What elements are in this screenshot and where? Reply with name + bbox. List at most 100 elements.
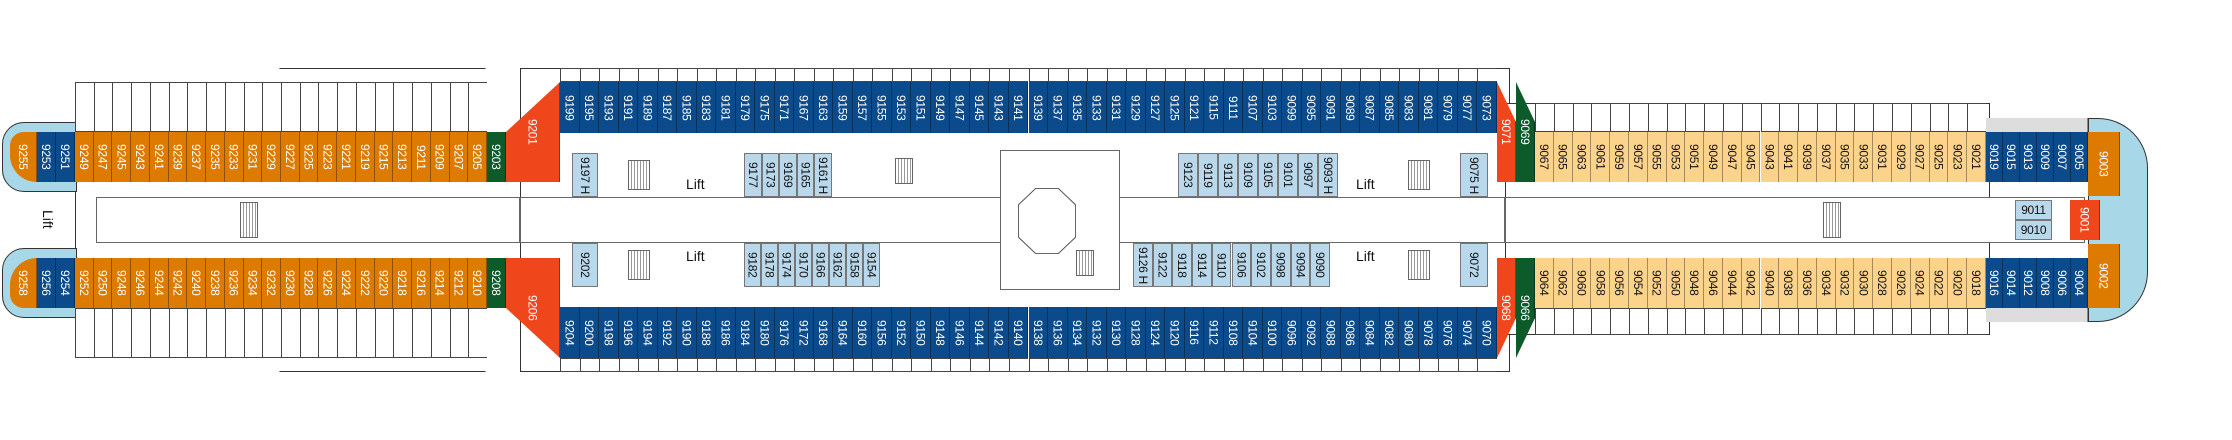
cabin-mid-top[interactable]: 9187 xyxy=(657,82,678,133)
cabin-mid-top[interactable]: 9129 xyxy=(1126,82,1146,133)
cabin-aft-top[interactable]: 9211 xyxy=(412,132,431,182)
cabin-mid-top[interactable]: 9081 xyxy=(1418,82,1439,133)
cabin-inner-top-c[interactable]: 9105 xyxy=(1258,153,1278,197)
cabin-mid-top[interactable]: 9131 xyxy=(1106,82,1127,133)
cabin-mid-top[interactable]: 9121 xyxy=(1184,82,1205,133)
cabin-aft-bottom[interactable]: 9244 xyxy=(149,258,169,308)
cabin-mid-top[interactable]: 9083 xyxy=(1399,82,1419,133)
cabin-inner-bottom-b[interactable]: 9178 xyxy=(761,243,778,287)
cabin-inner-bottom-c[interactable]: 9118 xyxy=(1172,243,1193,287)
cabin-mid-bottom[interactable]: 9120 xyxy=(1165,307,1185,358)
cabin-aft-top[interactable]: 9235 xyxy=(206,132,225,182)
cabin-aft-bottom-blue[interactable]: 9254 xyxy=(56,258,75,308)
cabin-fwd-top[interactable]: 9067 xyxy=(1535,132,1554,182)
cabin-fwd-top-blue[interactable]: 9005 xyxy=(2071,132,2088,182)
cabin-aft-bottom[interactable]: 9218 xyxy=(393,258,413,308)
cabin-inner-top-c[interactable]: 9123 xyxy=(1178,153,1198,197)
cabin-mid-top[interactable]: 9079 xyxy=(1438,82,1458,133)
cabin-fwd-center-red[interactable]: 9001 xyxy=(2070,200,2100,240)
cabin-fwd-top[interactable]: 9039 xyxy=(1798,132,1817,182)
cabin-mid-top[interactable]: 9135 xyxy=(1067,82,1088,133)
cabin-mid-top[interactable]: 9077 xyxy=(1457,82,1478,133)
cabin-inner-bottom-c[interactable]: 9102 xyxy=(1251,243,1271,287)
cabin-mid-bottom[interactable]: 9070 xyxy=(1477,307,1497,358)
cabin-mid-bottom[interactable]: 9084 xyxy=(1360,307,1380,358)
cabin-inner-bottom-c[interactable]: 9094 xyxy=(1290,243,1311,287)
cabin-inner-bottom-c[interactable]: 9126 H xyxy=(1133,243,1153,287)
cabin-inner-bottom-b[interactable]: 9154 xyxy=(863,243,880,287)
cabin-aft-bottom[interactable]: 9246 xyxy=(131,258,150,308)
cabin-fwd-top[interactable]: 9027 xyxy=(1910,132,1930,182)
cabin-fwd-bottom[interactable]: 9032 xyxy=(1835,258,1855,308)
cabin-mid-bottom[interactable]: 9100 xyxy=(1262,307,1283,358)
cabin-aft-top[interactable]: 9247 xyxy=(93,132,113,182)
cabin-fwd-bottom-blue[interactable]: 9006 xyxy=(2054,258,2071,308)
cabin-mid-top[interactable]: 9073 xyxy=(1477,82,1497,133)
cabin-mid-bottom[interactable]: 9198 xyxy=(599,307,619,358)
cabin-fwd-bottom[interactable]: 9064 xyxy=(1535,258,1554,308)
cabin-aft-bottom[interactable]: 9214 xyxy=(430,258,450,308)
cabin-inner-top-b[interactable]: 9165 xyxy=(796,153,815,197)
cabin-mid-top[interactable]: 9171 xyxy=(774,82,795,133)
cabin-fwd-top[interactable]: 9057 xyxy=(1628,132,1648,182)
cabin-mid-bottom[interactable]: 9172 xyxy=(794,307,814,358)
cabin-inner-bottom-b[interactable]: 9170 xyxy=(795,243,812,287)
cabin-mid-top[interactable]: 9179 xyxy=(735,82,756,133)
cabin-fwd-bottom[interactable]: 9054 xyxy=(1628,258,1648,308)
cabin-fwd-top[interactable]: 9045 xyxy=(1741,132,1761,182)
cabin-fwd-top[interactable]: 9051 xyxy=(1685,132,1705,182)
cabin-mid-bottom[interactable]: 9136 xyxy=(1048,307,1068,358)
cabin-fwd-bottom[interactable]: 9038 xyxy=(1779,258,1799,308)
cabin-fwd-top[interactable]: 9063 xyxy=(1572,132,1592,182)
cabin-aft-bottom[interactable]: 9230 xyxy=(281,258,300,308)
cabin-mid-top[interactable]: 9111 xyxy=(1223,82,1244,133)
cabin-fwd-bottom[interactable]: 9044 xyxy=(1722,258,1742,308)
cabin-fwd-bottom[interactable]: 9046 xyxy=(1704,258,1723,308)
cabin-fwd-bottom[interactable]: 9020 xyxy=(1948,258,1968,308)
cabin-fwd-top-blue[interactable]: 9007 xyxy=(2054,132,2071,182)
cabin-fwd-bottom[interactable]: 9056 xyxy=(1610,258,1629,308)
cabin-mid-bottom[interactable]: 9078 xyxy=(1418,307,1439,358)
cabin-mid-bottom[interactable]: 9108 xyxy=(1223,307,1244,358)
cabin-mid-bottom[interactable]: 9200 xyxy=(579,307,600,358)
cabin-mid-bottom[interactable]: 9092 xyxy=(1301,307,1322,358)
cabin-mid-top[interactable]: 9141 xyxy=(1008,82,1029,133)
cabin-mid-bottom[interactable]: 9138 xyxy=(1028,307,1049,358)
cabin-inner-bottom-c[interactable]: 9098 xyxy=(1270,243,1291,287)
cabin-fwd-top[interactable]: 9047 xyxy=(1722,132,1742,182)
cabin-mid-bottom[interactable]: 9192 xyxy=(657,307,678,358)
cabin-mid-bottom[interactable]: 9146 xyxy=(950,307,970,358)
cabin-fwd-bottom[interactable]: 9024 xyxy=(1910,258,1930,308)
cabin-aft-top[interactable]: 9237 xyxy=(187,132,207,182)
cabin-mid-top[interactable]: 9145 xyxy=(969,82,990,133)
cabin-inner-bottom-d[interactable]: 9072 xyxy=(1460,243,1488,287)
cabin-aft-top[interactable]: 9207 xyxy=(449,132,469,182)
cabin-inner-bottom-c[interactable]: 9106 xyxy=(1231,243,1252,287)
cabin-fwd-top[interactable]: 9059 xyxy=(1610,132,1629,182)
cabin-fwd-bottom-green[interactable]: 9066 xyxy=(1516,258,1535,358)
cabin-mid-top[interactable]: 9139 xyxy=(1028,82,1049,133)
cabin-mid-top[interactable]: 9183 xyxy=(696,82,717,133)
cabin-fwd-top[interactable]: 9029 xyxy=(1892,132,1911,182)
cabin-mid-bottom[interactable]: 9204 xyxy=(560,307,580,358)
cabin-aft-bottom[interactable]: 9238 xyxy=(206,258,225,308)
cabin-mid-bottom[interactable]: 9112 xyxy=(1204,307,1224,358)
cabin-mid-top[interactable]: 9137 xyxy=(1048,82,1068,133)
cabin-aft-bottom[interactable]: 9226 xyxy=(318,258,338,308)
cabin-mid-top[interactable]: 9199 xyxy=(560,82,580,133)
cabin-mid-bottom[interactable]: 9080 xyxy=(1399,307,1419,358)
cabin-fwd-bottom[interactable]: 9040 xyxy=(1760,258,1780,308)
cabin-inner-top-b[interactable]: 9169 xyxy=(779,153,797,197)
cabin-mid-bottom[interactable]: 9160 xyxy=(852,307,873,358)
cabin-fwd-top[interactable]: 9041 xyxy=(1779,132,1799,182)
cabin-aft-top[interactable]: 9239 xyxy=(168,132,188,182)
cabin-aft-top[interactable]: 9233 xyxy=(224,132,244,182)
cabin-fwd-top[interactable]: 9055 xyxy=(1647,132,1667,182)
cabin-aft-bottom[interactable]: 9242 xyxy=(168,258,188,308)
cabin-mid-bottom[interactable]: 9134 xyxy=(1067,307,1088,358)
cabin-aft-top[interactable]: 9221 xyxy=(337,132,356,182)
cabin-fwd-bottom[interactable]: 9022 xyxy=(1929,258,1949,308)
cabin-mid-bottom[interactable]: 9148 xyxy=(930,307,951,358)
cabin-aft-bottom[interactable]: 9210 xyxy=(468,258,487,308)
cabin-aft-bottom[interactable]: 9216 xyxy=(412,258,431,308)
